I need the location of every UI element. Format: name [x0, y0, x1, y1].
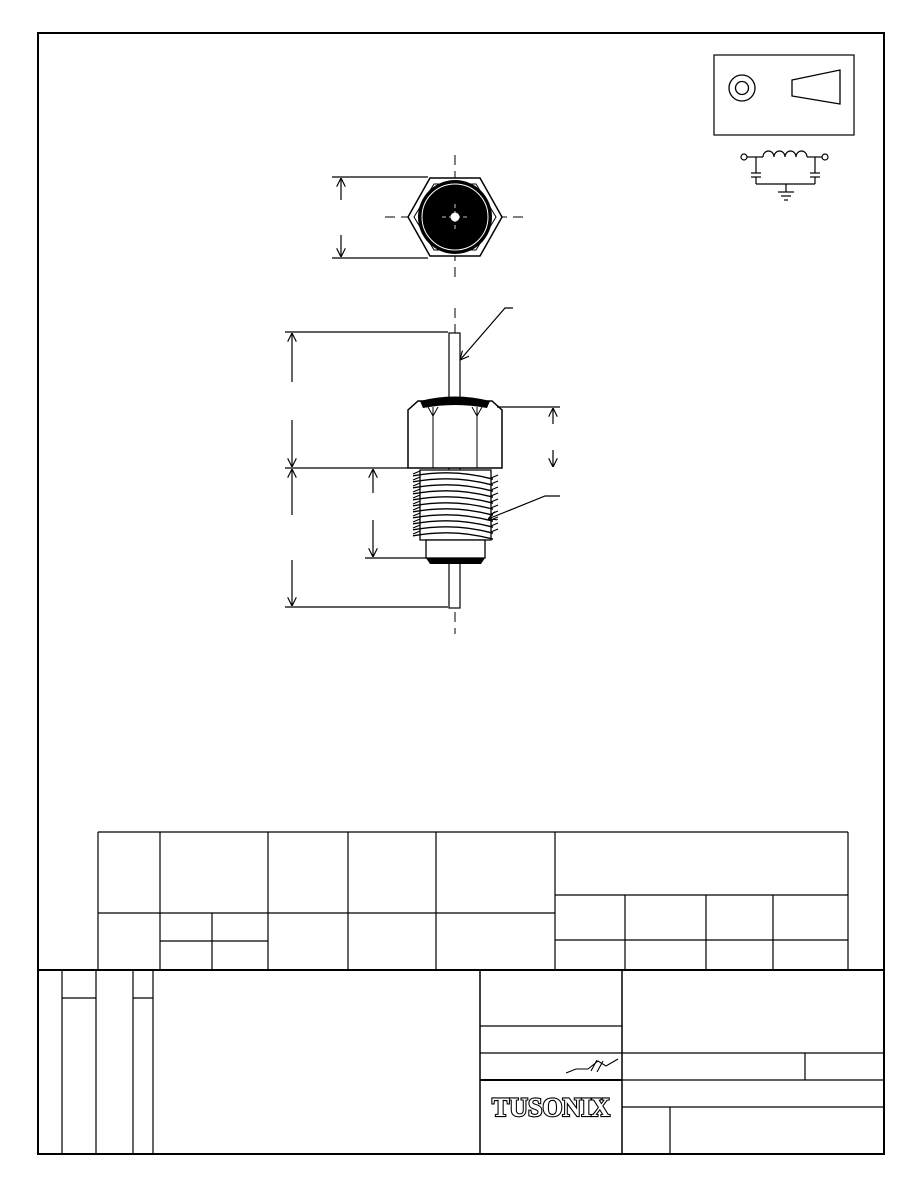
threaded-body [412, 469, 499, 564]
filter-side-view [407, 308, 503, 634]
hex-end-view [385, 155, 528, 282]
side-view-dimensions [285, 331, 560, 608]
inductor-symbol [762, 150, 808, 158]
symbol-box [713, 54, 855, 136]
title-block [38, 969, 884, 1154]
leader-lines [460, 307, 560, 519]
taper-icon [791, 69, 841, 105]
hex-head [407, 396, 503, 469]
output-terminal [821, 153, 829, 161]
input-terminal [740, 153, 748, 161]
hex-flat-dimension [332, 176, 428, 259]
spec-table [97, 831, 849, 970]
sheet-border [37, 32, 885, 1155]
company-logo: TUSONIX [492, 1093, 610, 1122]
filter-schematic [740, 150, 829, 201]
concentric-circle-icon [728, 74, 756, 102]
approval-signature [565, 1058, 619, 1074]
